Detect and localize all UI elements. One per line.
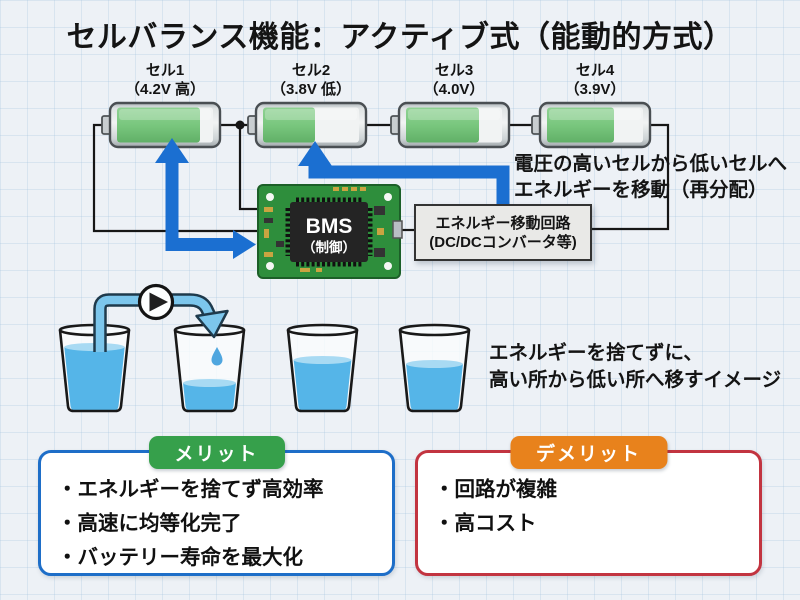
- flow-note-line1: 電圧の高いセルから低いセルへ: [514, 153, 788, 175]
- bms-chip-label: BMS: [306, 215, 353, 238]
- bms-chip-sublabel: （制御）: [302, 239, 356, 255]
- arrow-box-cell2: [298, 141, 510, 206]
- battery-row: [101, 101, 652, 149]
- merit-box: メリット ・エネルギーを捨てず高効率・高速に均等化完了・バッテリー寿命を最大化: [38, 436, 395, 576]
- battery-charge-level: [406, 107, 479, 143]
- analogy-note-line1: エネルギーを捨てずに、: [489, 342, 703, 364]
- pipe-arrowhead: [195, 309, 229, 339]
- demerit-list: ・回路が複雑・高コスト: [418, 453, 759, 541]
- analogy-note: エネルギーを捨てずに、 高い所から低い所へ移すイメージ: [489, 340, 781, 394]
- demerit-box: デメリット ・回路が複雑・高コスト: [415, 436, 762, 576]
- energy-transfer-box-line1: エネルギー移動回路: [435, 215, 571, 232]
- glass-water: [183, 383, 236, 411]
- bms-board: BMS （制御）: [257, 184, 403, 279]
- battery-cell-2: [247, 101, 368, 149]
- bms-chip: [290, 202, 368, 262]
- demerit-tag: デメリット: [509, 436, 668, 469]
- glass-water: [406, 364, 463, 411]
- cell-label-3: セル3（4.0V）: [423, 62, 485, 98]
- water-glass-4: [398, 323, 471, 413]
- glass-water: [64, 347, 125, 411]
- battery-cell-1: [101, 101, 222, 149]
- water-glass-2: [173, 323, 246, 413]
- merit-tag: メリット: [148, 436, 285, 469]
- glass-water: [293, 360, 352, 411]
- water-glass-1: [58, 323, 131, 413]
- analogy-note-line2: 高い所から低い所へ移すイメージ: [489, 369, 782, 391]
- cell-label-2: セル2（3.8V 低）: [270, 62, 352, 98]
- pump-pipe: [93, 283, 229, 366]
- flow-note: 電圧の高いセルから低いセルへ エネルギーを移動（再分配）: [514, 151, 787, 203]
- page-title: セルバランス機能：アクティブ式（能動的方式）: [66, 21, 734, 54]
- cell-label-4: セル4（3.9V）: [564, 62, 626, 98]
- battery-charge-level: [263, 107, 315, 143]
- battery-charge-level: [547, 107, 614, 143]
- cell-label-1: セル1（4.2V 高）: [124, 62, 206, 98]
- battery-cell-3: [390, 101, 511, 149]
- water-glass-3: [286, 323, 359, 413]
- merit-item: ・高速に均等化完了: [57, 512, 242, 535]
- battery-charge-level: [117, 107, 200, 143]
- demerit-item: ・高コスト: [434, 512, 537, 535]
- merit-list: ・エネルギーを捨てず高効率・高速に均等化完了・バッテリー寿命を最大化: [41, 453, 392, 575]
- arrow-cell1-bms: [155, 138, 256, 259]
- merit-item: ・エネルギーを捨てず高効率: [57, 478, 324, 501]
- demerit-item: ・回路が複雑: [434, 478, 557, 501]
- battery-cell-4: [531, 101, 652, 149]
- energy-transfer-box: エネルギー移動回路 (DC/DCコンバータ等): [414, 204, 592, 261]
- energy-transfer-box-line2: (DC/DCコンバータ等): [429, 234, 577, 251]
- glasses-row: [58, 323, 471, 413]
- merit-item: ・バッテリー寿命を最大化: [57, 546, 303, 569]
- junction-dot: [235, 120, 245, 130]
- pump-play-icon: [149, 292, 168, 312]
- flow-note-line2: エネルギーを移動（再分配）: [514, 179, 768, 201]
- water-droplet-icon: [211, 347, 223, 366]
